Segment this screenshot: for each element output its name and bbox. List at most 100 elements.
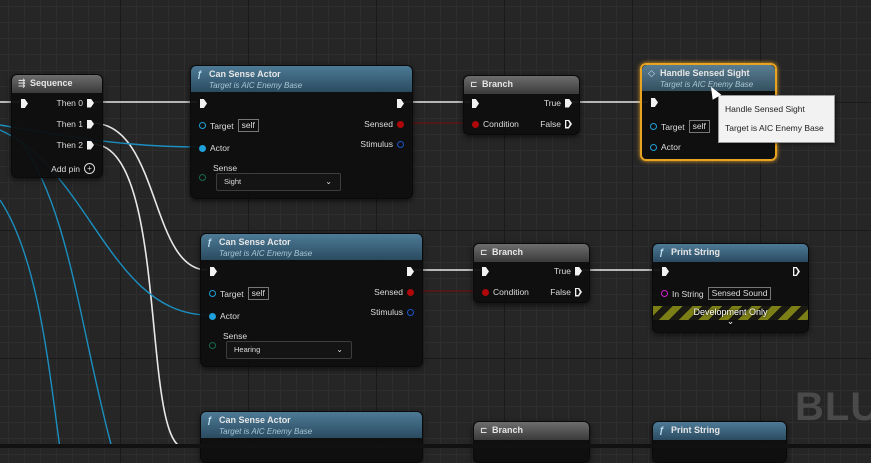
node-header[interactable]: ƒ Can Sense Actor Target is AIC Enemy Ba…	[191, 66, 412, 92]
exec-output-icon	[87, 98, 94, 108]
function-icon: ƒ	[659, 425, 665, 435]
then-2-pin[interactable]: Then 2	[57, 140, 94, 150]
node-title: Can Sense Actor	[219, 415, 291, 425]
in-string-field[interactable]: Sensed Sound	[707, 287, 772, 300]
node-subtitle: Target is AIC Enemy Base	[219, 427, 313, 436]
branch-icon: ⊏	[480, 247, 488, 257]
sense-dropdown[interactable]: Sight⌄	[216, 173, 341, 191]
branch-node-2[interactable]: ⊏ Branch True Condition False	[473, 243, 590, 303]
node-subtitle: Target is AIC Enemy Base	[209, 81, 303, 90]
node-header[interactable]: ƒ Print String	[653, 422, 786, 440]
exec-output-pin[interactable]	[397, 99, 404, 108]
exec-input-pin[interactable]	[210, 267, 217, 276]
exec-output-pin[interactable]	[793, 267, 800, 276]
object-pin-icon	[199, 144, 206, 152]
node-subtitle: Target is AIC Enemy Base	[219, 249, 313, 258]
bool-pin-icon	[407, 288, 414, 296]
exec-output-icon	[575, 288, 582, 297]
node-tooltip: Handle Sensed Sight Target is AIC Enemy …	[718, 95, 835, 143]
target-value-field[interactable]: self	[237, 119, 259, 132]
node-header[interactable]: ⊏ Branch	[464, 76, 579, 94]
function-icon: ƒ	[207, 415, 213, 425]
exec-output-icon	[87, 119, 94, 129]
string-pin-icon	[661, 290, 668, 297]
branch-icon: ⊏	[480, 425, 488, 435]
chevron-down-icon: ⌄	[336, 345, 343, 354]
then-1-pin[interactable]: Then 1	[57, 119, 94, 129]
sense-dropdown[interactable]: Hearing⌄	[226, 341, 352, 359]
false-pin[interactable]: False	[550, 287, 582, 297]
event-icon: ◇	[648, 68, 655, 78]
exec-output-pin[interactable]	[407, 267, 414, 276]
node-title: Branch	[492, 247, 524, 257]
node-header[interactable]: ⊏ Branch	[474, 422, 589, 440]
condition-pin[interactable]: Condition	[482, 287, 529, 297]
sequence-header[interactable]: ⇶ Sequence	[12, 75, 102, 93]
exec-input-pin[interactable]	[651, 98, 658, 107]
node-title: Handle Sensed Sight	[660, 68, 750, 78]
object-wire-actor3	[19, 139, 113, 448]
print-string-node-2[interactable]: ƒ Print String	[652, 421, 787, 463]
node-header[interactable]: ƒ Can Sense Actor Target is AIC Enemy Ba…	[201, 412, 422, 438]
exec-input-pin[interactable]	[472, 99, 479, 108]
tooltip-line-1: Handle Sensed Sight	[725, 104, 805, 114]
add-pin-button[interactable]: Add pin+	[51, 163, 95, 174]
condition-pin[interactable]: Condition	[472, 119, 519, 129]
tooltip-line-2: Target is AIC Enemy Base	[725, 123, 824, 133]
sequence-title: Sequence	[30, 78, 73, 88]
node-title: Print String	[671, 247, 720, 257]
exec-input-pin[interactable]	[21, 99, 28, 108]
exec-input-pin[interactable]	[200, 99, 207, 108]
actor-pin[interactable]: Actor	[650, 142, 681, 152]
node-header[interactable]: ⊏ Branch	[474, 244, 589, 262]
exec-input-pin[interactable]	[482, 267, 489, 276]
function-icon: ƒ	[197, 69, 203, 79]
branch-node-1[interactable]: ⊏ Branch True Condition False	[463, 75, 580, 135]
actor-pin[interactable]: Actor	[199, 143, 230, 153]
object-pin-icon	[650, 143, 657, 151]
false-pin[interactable]: False	[540, 119, 572, 129]
actor-pin[interactable]: Actor	[209, 311, 240, 321]
node-header[interactable]: ƒ Can Sense Actor Target is AIC Enemy Ba…	[201, 234, 422, 260]
true-pin[interactable]: True	[544, 98, 572, 108]
object-pin-icon	[209, 290, 216, 297]
sensed-pin[interactable]: Sensed	[364, 119, 404, 129]
can-sense-actor-node-3[interactable]: ƒ Can Sense Actor Target is AIC Enemy Ba…	[200, 411, 423, 463]
object-pin-icon	[209, 312, 216, 320]
true-pin[interactable]: True	[554, 266, 582, 276]
exec-input-pin[interactable]	[662, 267, 669, 276]
node-title: Branch	[482, 79, 514, 89]
object-wire-actor4	[0, 199, 61, 448]
function-icon: ƒ	[207, 237, 213, 247]
can-sense-actor-node-2[interactable]: ƒ Can Sense Actor Target is AIC Enemy Ba…	[200, 233, 423, 367]
stimulus-pin[interactable]: Stimulus	[370, 307, 414, 317]
plus-circle-icon: +	[84, 163, 95, 174]
bool-pin-icon	[482, 288, 489, 296]
node-header[interactable]: ƒ Print String	[653, 244, 808, 262]
blueprint-watermark: BLU	[795, 385, 871, 429]
branch-node-3[interactable]: ⊏ Branch	[473, 421, 590, 463]
exec-output-icon	[565, 98, 572, 108]
sensed-pin[interactable]: Sensed	[374, 287, 414, 297]
enum-pin-icon[interactable]	[199, 174, 206, 181]
target-value-field[interactable]: self	[247, 287, 269, 300]
exec-output-icon	[575, 266, 582, 276]
target-value-field[interactable]: self	[688, 120, 710, 133]
node-title: Can Sense Actor	[209, 69, 281, 79]
node-header[interactable]: ◇ Handle Sensed Sight Target is AIC Enem…	[642, 65, 775, 91]
development-only-label: Development Only	[693, 307, 768, 317]
then-0-pin[interactable]: Then 0	[57, 98, 94, 108]
stimulus-pin[interactable]: Stimulus	[360, 139, 404, 149]
bool-pin-icon	[472, 120, 479, 128]
exec-output-icon	[565, 120, 572, 129]
sense-label: Sense	[223, 331, 248, 341]
sequence-node[interactable]: ⇶ Sequence Then 0 Then 1 Then 2 Add pin+	[11, 74, 103, 178]
expand-chevron-icon[interactable]: ⌄	[726, 316, 735, 326]
enum-pin-icon[interactable]	[209, 342, 216, 349]
can-sense-actor-node-1[interactable]: ƒ Can Sense Actor Target is AIC Enemy Ba…	[190, 65, 413, 199]
